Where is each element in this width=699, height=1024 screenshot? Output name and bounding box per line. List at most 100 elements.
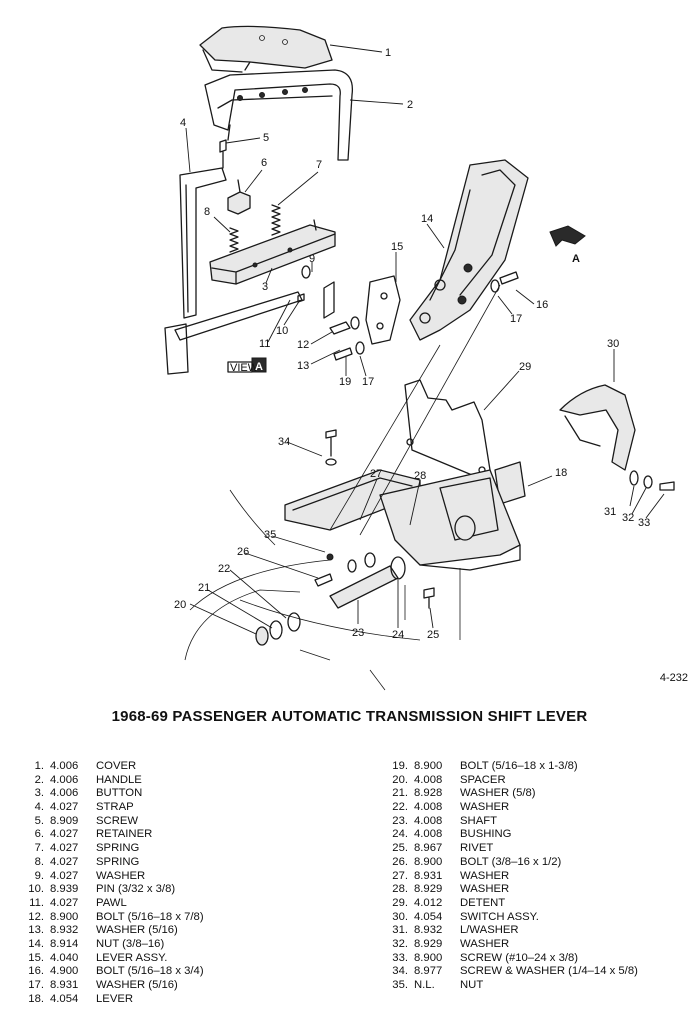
part-number: 8.	[34, 855, 44, 868]
callout: 5	[263, 132, 269, 144]
callout: 28	[414, 470, 426, 482]
part-number: 24.	[392, 828, 408, 841]
part-code: 8.900	[50, 910, 79, 923]
callout: 29	[519, 361, 531, 373]
part-lever-plate	[365, 275, 401, 345]
callout: 30	[607, 338, 619, 350]
part-shaft-cluster	[255, 552, 435, 646]
part-washers-31-33	[629, 470, 675, 491]
part-washer-9	[301, 265, 311, 279]
part-code: 4.008	[414, 814, 443, 827]
part-description: SPRING	[96, 842, 140, 855]
part-number: 30.	[392, 910, 408, 923]
callout: 21	[198, 582, 210, 594]
part-number: 35.	[392, 979, 408, 991]
part-code: 8.967	[414, 842, 443, 855]
part-number: 6.	[34, 828, 44, 841]
part-number: 31.	[392, 924, 408, 937]
part-code: 8.931	[414, 869, 443, 882]
callout: 2	[407, 99, 413, 111]
view-label-letter: A	[255, 361, 263, 373]
part-bolt-19	[333, 341, 365, 361]
part-code: N.L.	[414, 979, 435, 991]
part-description: BOLT (5/16–18 x 1-3/8)	[460, 760, 578, 772]
part-number: 9.	[34, 869, 44, 882]
callout: 23	[352, 627, 364, 639]
callout: 15	[391, 241, 403, 253]
part-number: 27.	[392, 869, 408, 882]
part-description: BOLT (3/8–16 x 1/2)	[460, 855, 562, 868]
part-code: 4.027	[50, 855, 79, 868]
part-code: 4.008	[414, 801, 443, 814]
part-description: BOLT (5/16–18 x 7/8)	[96, 910, 204, 923]
callout: 17	[362, 376, 374, 388]
part-number: 25.	[392, 842, 408, 855]
part-number: 13.	[28, 924, 44, 937]
part-button	[209, 219, 336, 285]
part-detent	[404, 379, 491, 481]
part-description: PAWL	[96, 896, 127, 909]
part-strap	[179, 167, 227, 319]
part-description: DETENT	[460, 896, 506, 909]
part-screw-5	[219, 139, 227, 169]
part-description: BUTTON	[96, 787, 143, 800]
console-body-lines	[184, 284, 501, 691]
parts-list-item: 35. N.L. NUT	[386, 979, 638, 993]
callout: 35	[264, 529, 276, 541]
part-code: 4.027	[50, 828, 79, 841]
part-description: PIN (3/32 x 3/8)	[96, 883, 176, 896]
part-spring-7	[271, 204, 281, 236]
part-number: 7.	[34, 842, 44, 855]
detail-label: A	[572, 253, 580, 265]
part-description: SCREW (#10–24 x 3/8)	[460, 951, 579, 964]
part-code: 4.054	[414, 910, 443, 923]
part-description: WASHER	[96, 869, 146, 882]
part-code: 4.012	[414, 896, 443, 909]
part-description: LEVER	[96, 992, 134, 1005]
part-number: 20.	[392, 773, 408, 786]
part-number: 34.	[392, 965, 408, 978]
part-description: SHAFT	[460, 814, 498, 827]
callout: 18	[555, 467, 567, 479]
part-description: BUSHING	[460, 828, 512, 841]
part-code: 4.006	[50, 787, 79, 800]
part-description: BOLT (5/16–18 x 3/4)	[96, 965, 204, 978]
part-description: NUT	[460, 979, 484, 991]
callout: 27	[370, 468, 382, 480]
callout: 33	[638, 517, 650, 529]
part-code: 8.909	[50, 814, 79, 827]
part-code: 4.027	[50, 869, 79, 882]
detail-a-part: A	[549, 225, 586, 265]
callout: 16	[536, 299, 548, 311]
part-description: WASHER	[460, 801, 510, 814]
part-number: 12.	[28, 910, 44, 923]
part-number: 17.	[28, 979, 44, 991]
part-pin-10	[297, 293, 305, 303]
parts-list-item: 9. 4.027 WASHER	[22, 870, 204, 884]
part-number: 15.	[28, 951, 44, 964]
part-base-tray	[284, 469, 521, 571]
callout: 3	[262, 281, 268, 293]
callout: 8	[204, 206, 210, 218]
part-description: WASHER (5/16)	[96, 924, 178, 937]
parts-list-item: 12. 8.900 BOLT (5/16–18 x 7/8)	[22, 910, 204, 925]
part-code: 4.040	[50, 951, 79, 964]
callout: 32	[622, 512, 634, 524]
part-number: 11.	[29, 896, 44, 909]
part-code: 8.929	[414, 883, 443, 896]
